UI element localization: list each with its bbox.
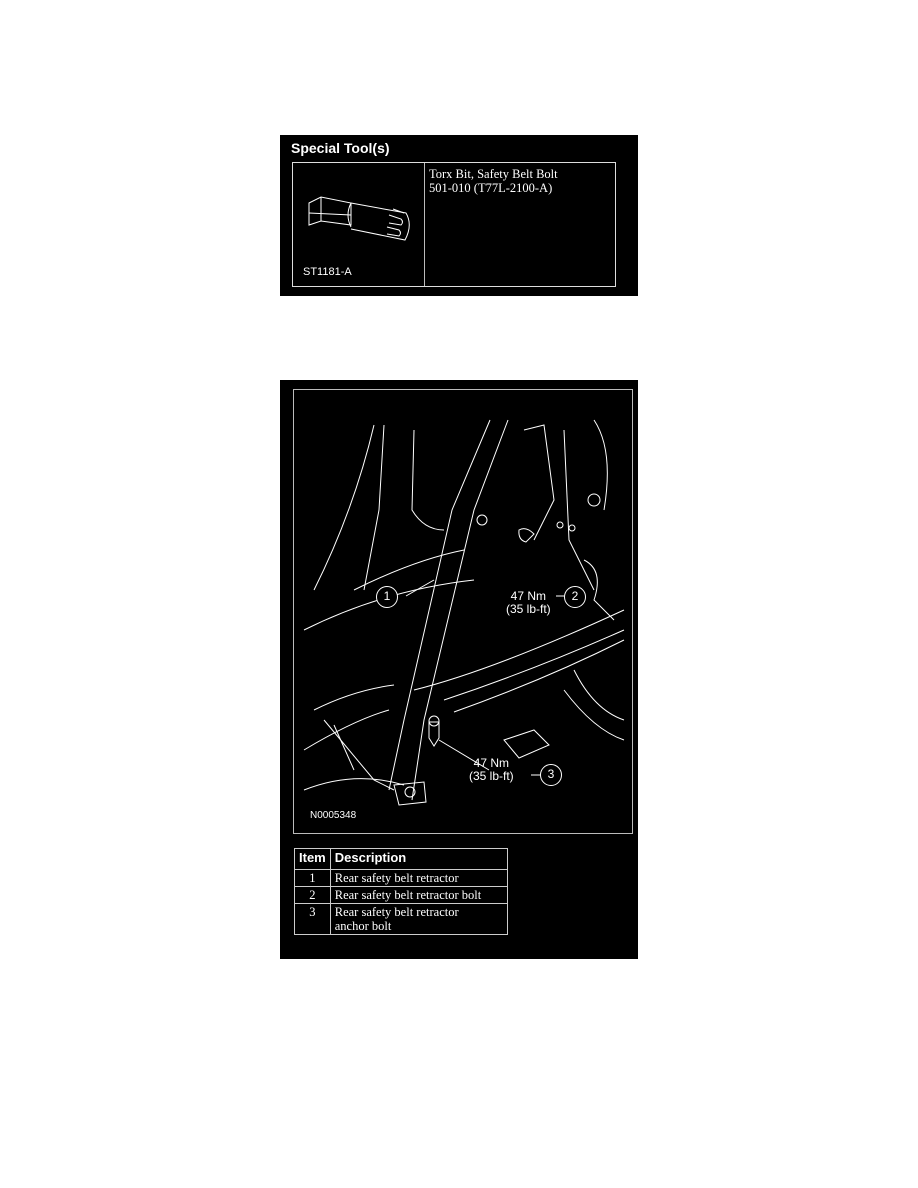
item-description: Rear safety belt retractor xyxy=(329,869,508,887)
table-row: 1 Rear safety belt retractor xyxy=(294,869,508,887)
torx-bit-icon xyxy=(308,196,410,241)
tool-image-cell: ST1181-A xyxy=(293,163,425,286)
table-row: 2 Rear safety belt retractor bolt xyxy=(294,886,508,904)
item-number: 1 xyxy=(294,869,331,887)
special-tools-panel: Special Tool(s) ST1181-A Torx Bit, Safet… xyxy=(280,135,638,296)
callout-3-torque-lbft: (35 lb-ft) xyxy=(469,769,514,783)
special-tools-heading: Special Tool(s) xyxy=(291,140,390,156)
callout-3: 3 xyxy=(540,764,562,786)
item-description-line: Rear safety belt retractor bolt xyxy=(334,888,482,902)
callout-2-torque: 47 Nm (35 lb-ft) xyxy=(506,590,551,616)
item-number: 3 xyxy=(294,903,331,935)
items-description-table: Item Description 1 Rear safety belt retr… xyxy=(294,848,508,935)
item-description-line: Rear safety belt retractor xyxy=(334,905,459,919)
header-description: Description xyxy=(329,848,508,870)
table-header-row: Item Description xyxy=(294,848,508,870)
tool-description-name: Torx Bit, Safety Belt Bolt xyxy=(429,167,558,181)
figure-panel: 1 47 Nm (35 lb-ft) 2 47 Nm (35 lb-ft) 3 … xyxy=(280,380,638,959)
callout-2-torque-lbft: (35 lb-ft) xyxy=(506,602,551,616)
item-description-line: anchor bolt xyxy=(334,919,392,933)
item-description: Rear safety belt retractor bolt xyxy=(329,886,508,904)
seat-belt-retractor-diagram xyxy=(303,419,625,806)
callout-2: 2 xyxy=(564,586,586,608)
tool-description-part-number: 501-010 (T77L-2100-A) xyxy=(429,181,553,195)
special-tools-table: ST1181-A Torx Bit, Safety Belt Bolt 501-… xyxy=(292,162,616,287)
tool-image-code: ST1181-A xyxy=(303,266,352,278)
figure-code: N0005348 xyxy=(310,810,357,821)
item-description-line: Rear safety belt retractor xyxy=(334,871,459,885)
callout-3-torque: 47 Nm (35 lb-ft) xyxy=(469,757,514,783)
callout-1: 1 xyxy=(376,586,398,608)
item-description: Rear safety belt retractor anchor bolt xyxy=(329,903,508,935)
callout-2-torque-nm: 47 Nm xyxy=(510,589,547,603)
table-row: 3 Rear safety belt retractor anchor bolt xyxy=(294,903,508,935)
header-item: Item xyxy=(294,848,331,870)
tool-description-cell: Torx Bit, Safety Belt Bolt 501-010 (T77L… xyxy=(425,163,615,286)
item-number: 2 xyxy=(294,886,331,904)
retractor-illustration: 1 47 Nm (35 lb-ft) 2 47 Nm (35 lb-ft) 3 … xyxy=(293,389,633,834)
callout-3-torque-nm: 47 Nm xyxy=(473,756,510,770)
